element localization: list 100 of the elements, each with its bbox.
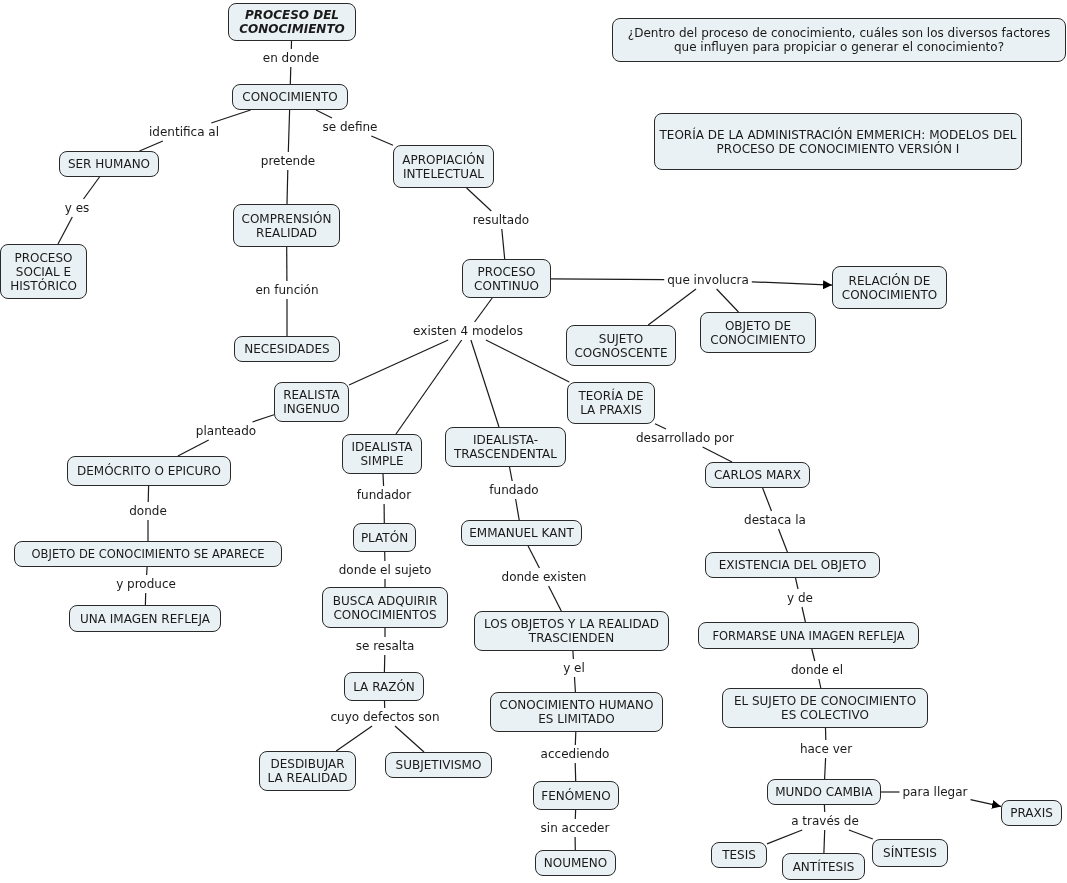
connector-line bbox=[702, 446, 733, 463]
connector-line bbox=[147, 519, 149, 542]
link-phrase: y el bbox=[562, 661, 586, 675]
connector-line bbox=[251, 414, 275, 423]
concept-box: DESDIBUJAR LA REALIDAD bbox=[259, 751, 356, 791]
connector-line bbox=[574, 836, 576, 851]
concept-box: BUSCA ADQUIRIR CONOCIMIENTOS bbox=[322, 587, 448, 628]
link-phrase: donde el bbox=[789, 663, 845, 677]
concept-box: ANTÍTESIS bbox=[782, 853, 865, 880]
concept-box: COMPRENSIÓN REALIDAD bbox=[233, 204, 340, 247]
arrow bbox=[751, 280, 833, 290]
concept-box: EMMANUEL KANT bbox=[461, 520, 582, 546]
link-phrase: donde existen bbox=[500, 570, 588, 584]
concept-box: CONOCIMIENTO HUMANO ES LIMITADO bbox=[490, 692, 663, 732]
connector-line bbox=[527, 545, 540, 569]
link-phrase: donde bbox=[128, 504, 168, 518]
concept-box: TESIS bbox=[711, 842, 767, 868]
concept-box: NECESIDADES bbox=[234, 336, 340, 362]
concept-box: PROCESO DEL CONOCIMIENTO bbox=[228, 3, 356, 41]
link-phrase: fundado bbox=[488, 483, 540, 497]
connector-line bbox=[823, 829, 826, 854]
link-phrase: que involucra bbox=[666, 273, 750, 287]
concept-box: PRAXIS bbox=[1001, 800, 1062, 826]
connector-line bbox=[550, 278, 665, 281]
link-phrase: pretende bbox=[259, 154, 317, 168]
concept-box: NOUMENO bbox=[535, 850, 616, 876]
link-phrase: resultado bbox=[471, 213, 531, 227]
link-phrase: destaca la bbox=[743, 513, 807, 527]
connector-line bbox=[286, 246, 288, 282]
connector-line bbox=[470, 339, 500, 428]
concept-box: APROPIACIÓN INTELECTUAL bbox=[393, 145, 494, 188]
connector-line bbox=[382, 473, 385, 487]
link-phrase: hace ver bbox=[798, 742, 854, 756]
connector-line bbox=[777, 528, 788, 553]
concept-box: IDEALISTA- TRASCENDENTAL bbox=[445, 427, 566, 467]
connector-line bbox=[848, 829, 874, 840]
connector-line bbox=[383, 700, 386, 709]
connector-line bbox=[824, 757, 827, 780]
connector-line bbox=[801, 606, 806, 623]
concept-box: FORMARSE UNA IMAGEN REFLEJA bbox=[698, 622, 919, 649]
link-phrase: cuyo defectos son bbox=[329, 710, 441, 724]
concept-box: CONOCIMIENTO bbox=[232, 84, 348, 110]
connector-line bbox=[573, 676, 576, 693]
concept-box: LOS OBJETOS Y LA REALIDAD TRASCIENDEN bbox=[474, 611, 669, 651]
connector-line bbox=[286, 298, 288, 337]
link-phrase: existen 4 modelos bbox=[412, 324, 524, 338]
link-phrase: desarrollado por bbox=[635, 431, 735, 445]
link-phrase: y de bbox=[786, 591, 814, 605]
connector-line bbox=[508, 466, 513, 482]
concept-box: RELACIÓN DE CONOCIMIENTO bbox=[832, 266, 947, 309]
connector-line bbox=[384, 627, 386, 638]
connector-line bbox=[57, 216, 73, 245]
connector-line bbox=[572, 650, 574, 660]
connector-line bbox=[811, 648, 816, 662]
concept-box: LA RAZÓN bbox=[344, 672, 424, 701]
concept-box: OBJETO DE CONOCIMIENTO bbox=[700, 312, 816, 353]
connector-line bbox=[383, 503, 385, 524]
connector-line bbox=[574, 762, 577, 782]
connector-line bbox=[335, 725, 373, 752]
concept-box: PLATÓN bbox=[353, 523, 416, 552]
connector-line bbox=[548, 585, 562, 612]
connector-line bbox=[384, 551, 386, 562]
connector-line bbox=[146, 566, 148, 576]
link-phrase: donde el sujeto bbox=[337, 563, 433, 577]
connector-line bbox=[823, 804, 826, 813]
arrow bbox=[969, 799, 1002, 809]
connector-line bbox=[138, 140, 164, 152]
concept-box: DEMÓCRITO O EPICURO bbox=[67, 456, 231, 486]
connector-line bbox=[82, 176, 101, 200]
connector-line bbox=[384, 578, 386, 588]
connector-line bbox=[395, 339, 463, 435]
connector-line bbox=[466, 187, 492, 212]
question-box: ¿Dentro del proceso de conocimiento, cuáles son los diversos factores que influyen para propiciar o generar el conocimiento? bbox=[612, 18, 1066, 62]
concept-box: SUBJETIVISMO bbox=[385, 752, 492, 778]
connector-line bbox=[287, 109, 291, 153]
connector-line bbox=[348, 339, 449, 386]
link-phrase: fundador bbox=[355, 488, 413, 502]
link-phrase: y produce bbox=[115, 577, 177, 591]
connector-line bbox=[370, 135, 394, 146]
concept-box: EL SUJETO DE CONOCIMIENTO ES COLECTIVO bbox=[722, 688, 928, 728]
connector-line bbox=[286, 169, 289, 205]
connector-line bbox=[654, 423, 667, 430]
connector-line bbox=[177, 439, 210, 457]
connector-line bbox=[394, 725, 425, 753]
concept-box: SER HUMANO bbox=[59, 151, 159, 177]
connector-line bbox=[818, 678, 822, 689]
concept-box: REALISTA INGENUO bbox=[274, 382, 349, 422]
concept-box: CARLOS MARX bbox=[705, 462, 810, 488]
concept-box: EXISTENCIA DEL OBJETO bbox=[705, 552, 880, 578]
link-phrase: planteado bbox=[194, 424, 258, 438]
link-phrase: se define bbox=[321, 120, 379, 134]
connector-line bbox=[501, 228, 506, 260]
concept-box: OBJETO DE CONOCIMIENTO SE APARECE bbox=[14, 541, 282, 567]
connector-line bbox=[880, 791, 901, 793]
concept-box: UNA IMAGEN REFLEJA bbox=[69, 605, 221, 632]
concept-box: MUNDO CAMBIA bbox=[767, 779, 881, 805]
connector-line bbox=[474, 297, 493, 323]
link-phrase: accediendo bbox=[539, 747, 611, 761]
concept-box: IDEALISTA SIMPLE bbox=[342, 434, 422, 474]
connector-line bbox=[210, 109, 252, 124]
